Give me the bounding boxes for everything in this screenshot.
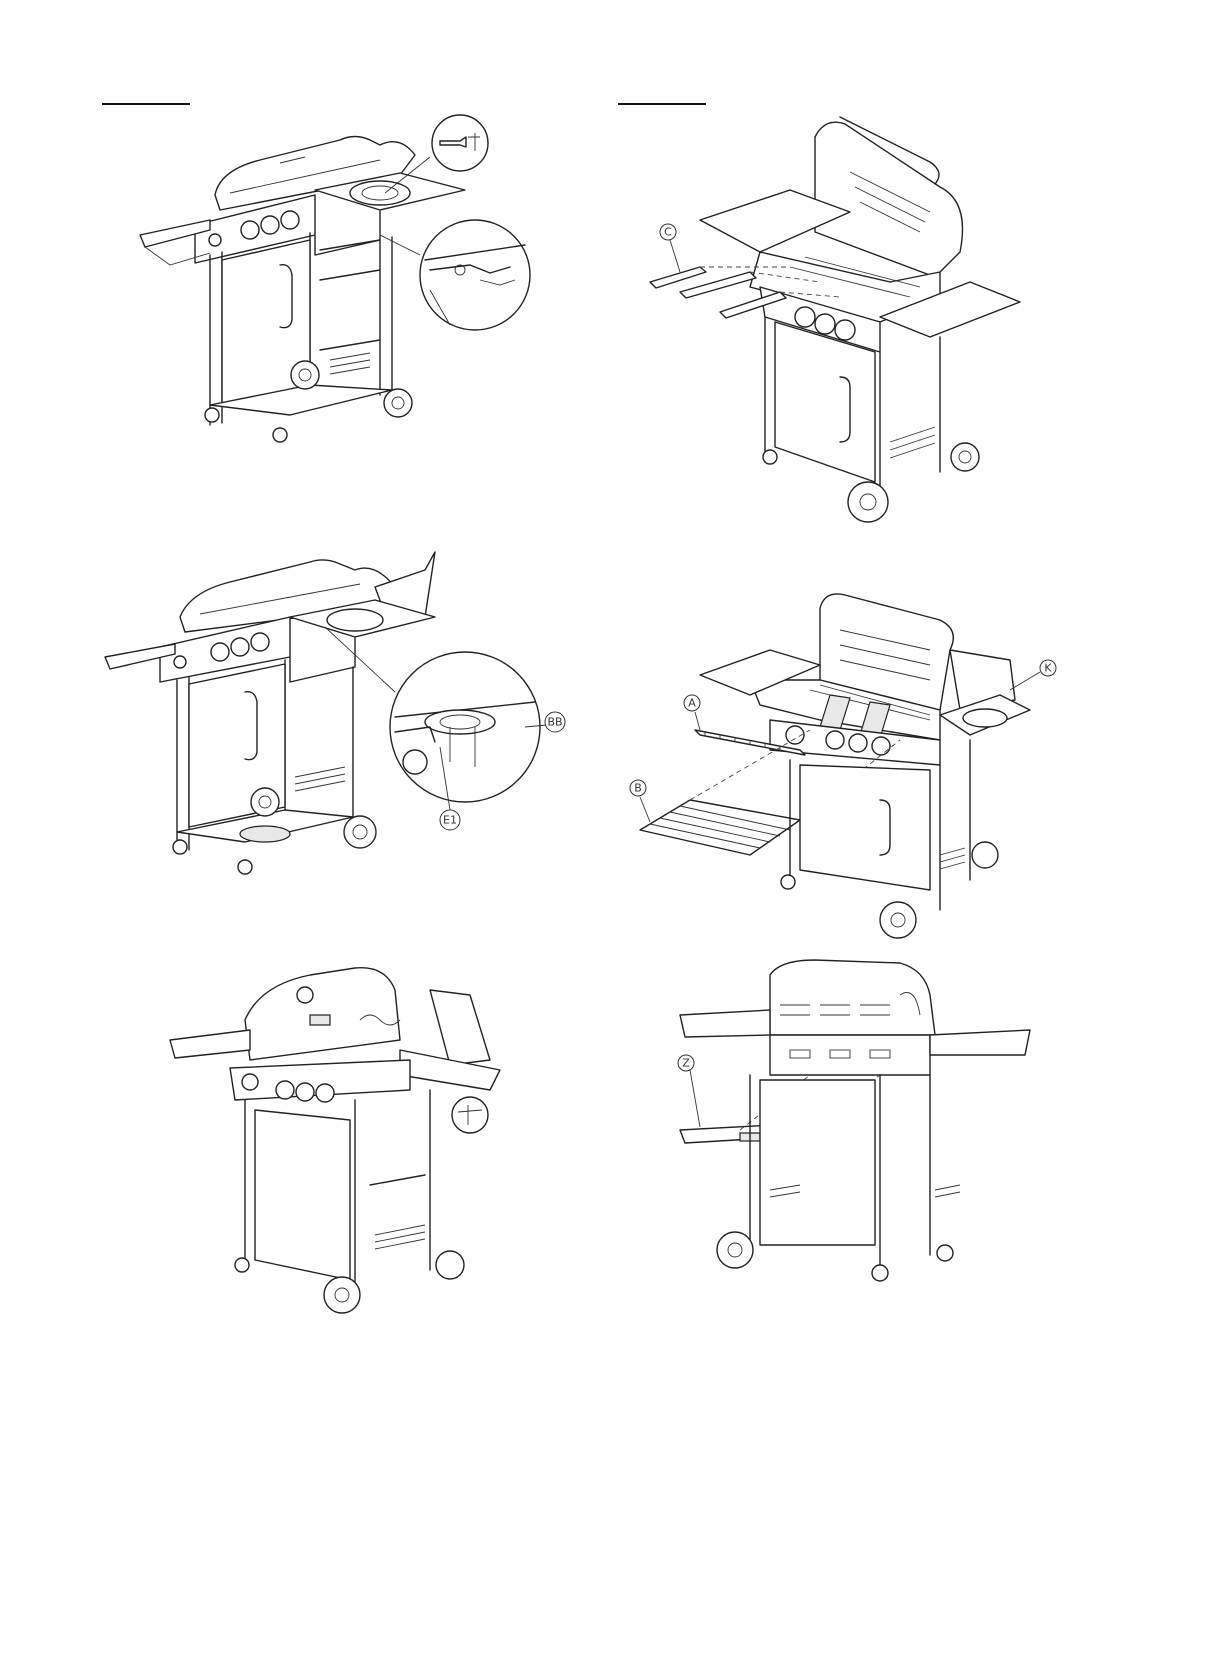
callout-c-label: C <box>664 226 672 239</box>
callout-e1-label: E1 <box>443 814 457 827</box>
callout-b-label: B <box>634 782 642 795</box>
callout-z-label: Z <box>682 1057 690 1070</box>
step-heading-rule-left <box>102 103 190 105</box>
step-right-2-illustration: A B K <box>640 590 1110 990</box>
callout-a-label: A <box>688 697 696 710</box>
step-left-1-illustration <box>130 115 570 475</box>
step-right-3-illustration: Z <box>680 955 1080 1335</box>
step-right-1-illustration: C <box>640 112 1060 532</box>
step-left-3-illustration <box>170 960 530 1320</box>
callout-k-label: K <box>1044 662 1052 675</box>
step-left-2-illustration: BB E1 <box>105 552 595 932</box>
step-heading-rule-right <box>618 103 706 105</box>
callout-bb-label: BB <box>547 716 562 729</box>
